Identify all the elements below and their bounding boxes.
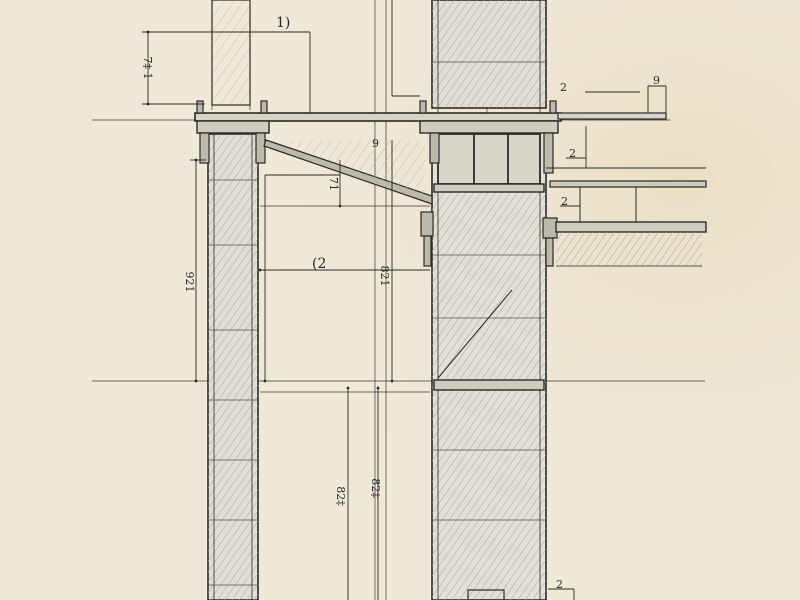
column-window — [437, 133, 541, 185]
dimension-left-top-label: 7‡ 1 — [141, 57, 154, 80]
dimension-right-c-label: 2 — [561, 195, 568, 208]
top-beam — [194, 100, 667, 174]
dimension-right-a-label: 2 — [560, 81, 567, 94]
dimension-ticks — [146, 30, 394, 390]
left-column — [207, 0, 259, 600]
dimension-mid-small-label: 71 — [327, 177, 340, 191]
callout-1-label: 1) — [276, 15, 290, 31]
dimension-bottom-b-label: 82‡ — [369, 478, 382, 498]
dimension-lines — [142, 0, 667, 600]
right-floor-slabs — [546, 167, 707, 267]
dimension-right-b-label: 2 — [569, 147, 576, 160]
dimension-left-column-label: 921 — [183, 272, 196, 293]
dimension-top-right-label: 9 — [653, 74, 660, 87]
dimension-right-small-label: 2 — [556, 578, 563, 591]
bolt-heads — [196, 100, 557, 174]
dimension-bracket-top-label: 9 — [372, 137, 379, 150]
callout-2-label: (2 — [312, 256, 326, 272]
diagonal-brace — [263, 139, 433, 205]
dimension-mid-tall-label: 821 — [378, 266, 391, 287]
dimension-bottom-a-label: 82‡ — [334, 486, 347, 506]
drawing-labels: 1) (2 7‡ 1 921 71 821 82‡ 82‡ 9 2 2 2 9 … — [141, 15, 660, 591]
right-column — [431, 0, 547, 600]
